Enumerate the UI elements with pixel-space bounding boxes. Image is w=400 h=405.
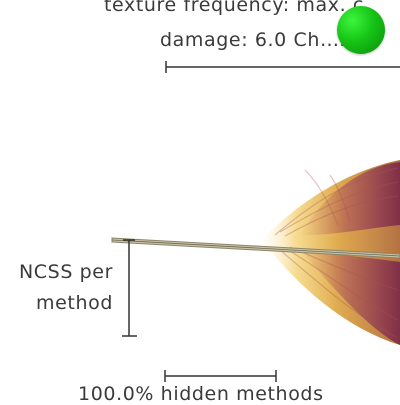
top-scale-bar xyxy=(165,61,400,73)
green-sphere-icon[interactable] xyxy=(337,6,385,54)
hidden-methods-scale-bar xyxy=(164,370,277,382)
ncss-method-label: method xyxy=(36,292,113,314)
feather-shaft xyxy=(111,237,400,259)
hidden-methods-label: 100.0% hidden methods xyxy=(78,383,324,405)
texture-frequency-label: texture frequency: max. c xyxy=(104,0,364,16)
ncss-per-method-label: NCSS per xyxy=(18,261,113,283)
damage-label: damage: 6.0 Ch…ks xyxy=(160,29,362,51)
ncss-scale-bar xyxy=(122,239,137,337)
